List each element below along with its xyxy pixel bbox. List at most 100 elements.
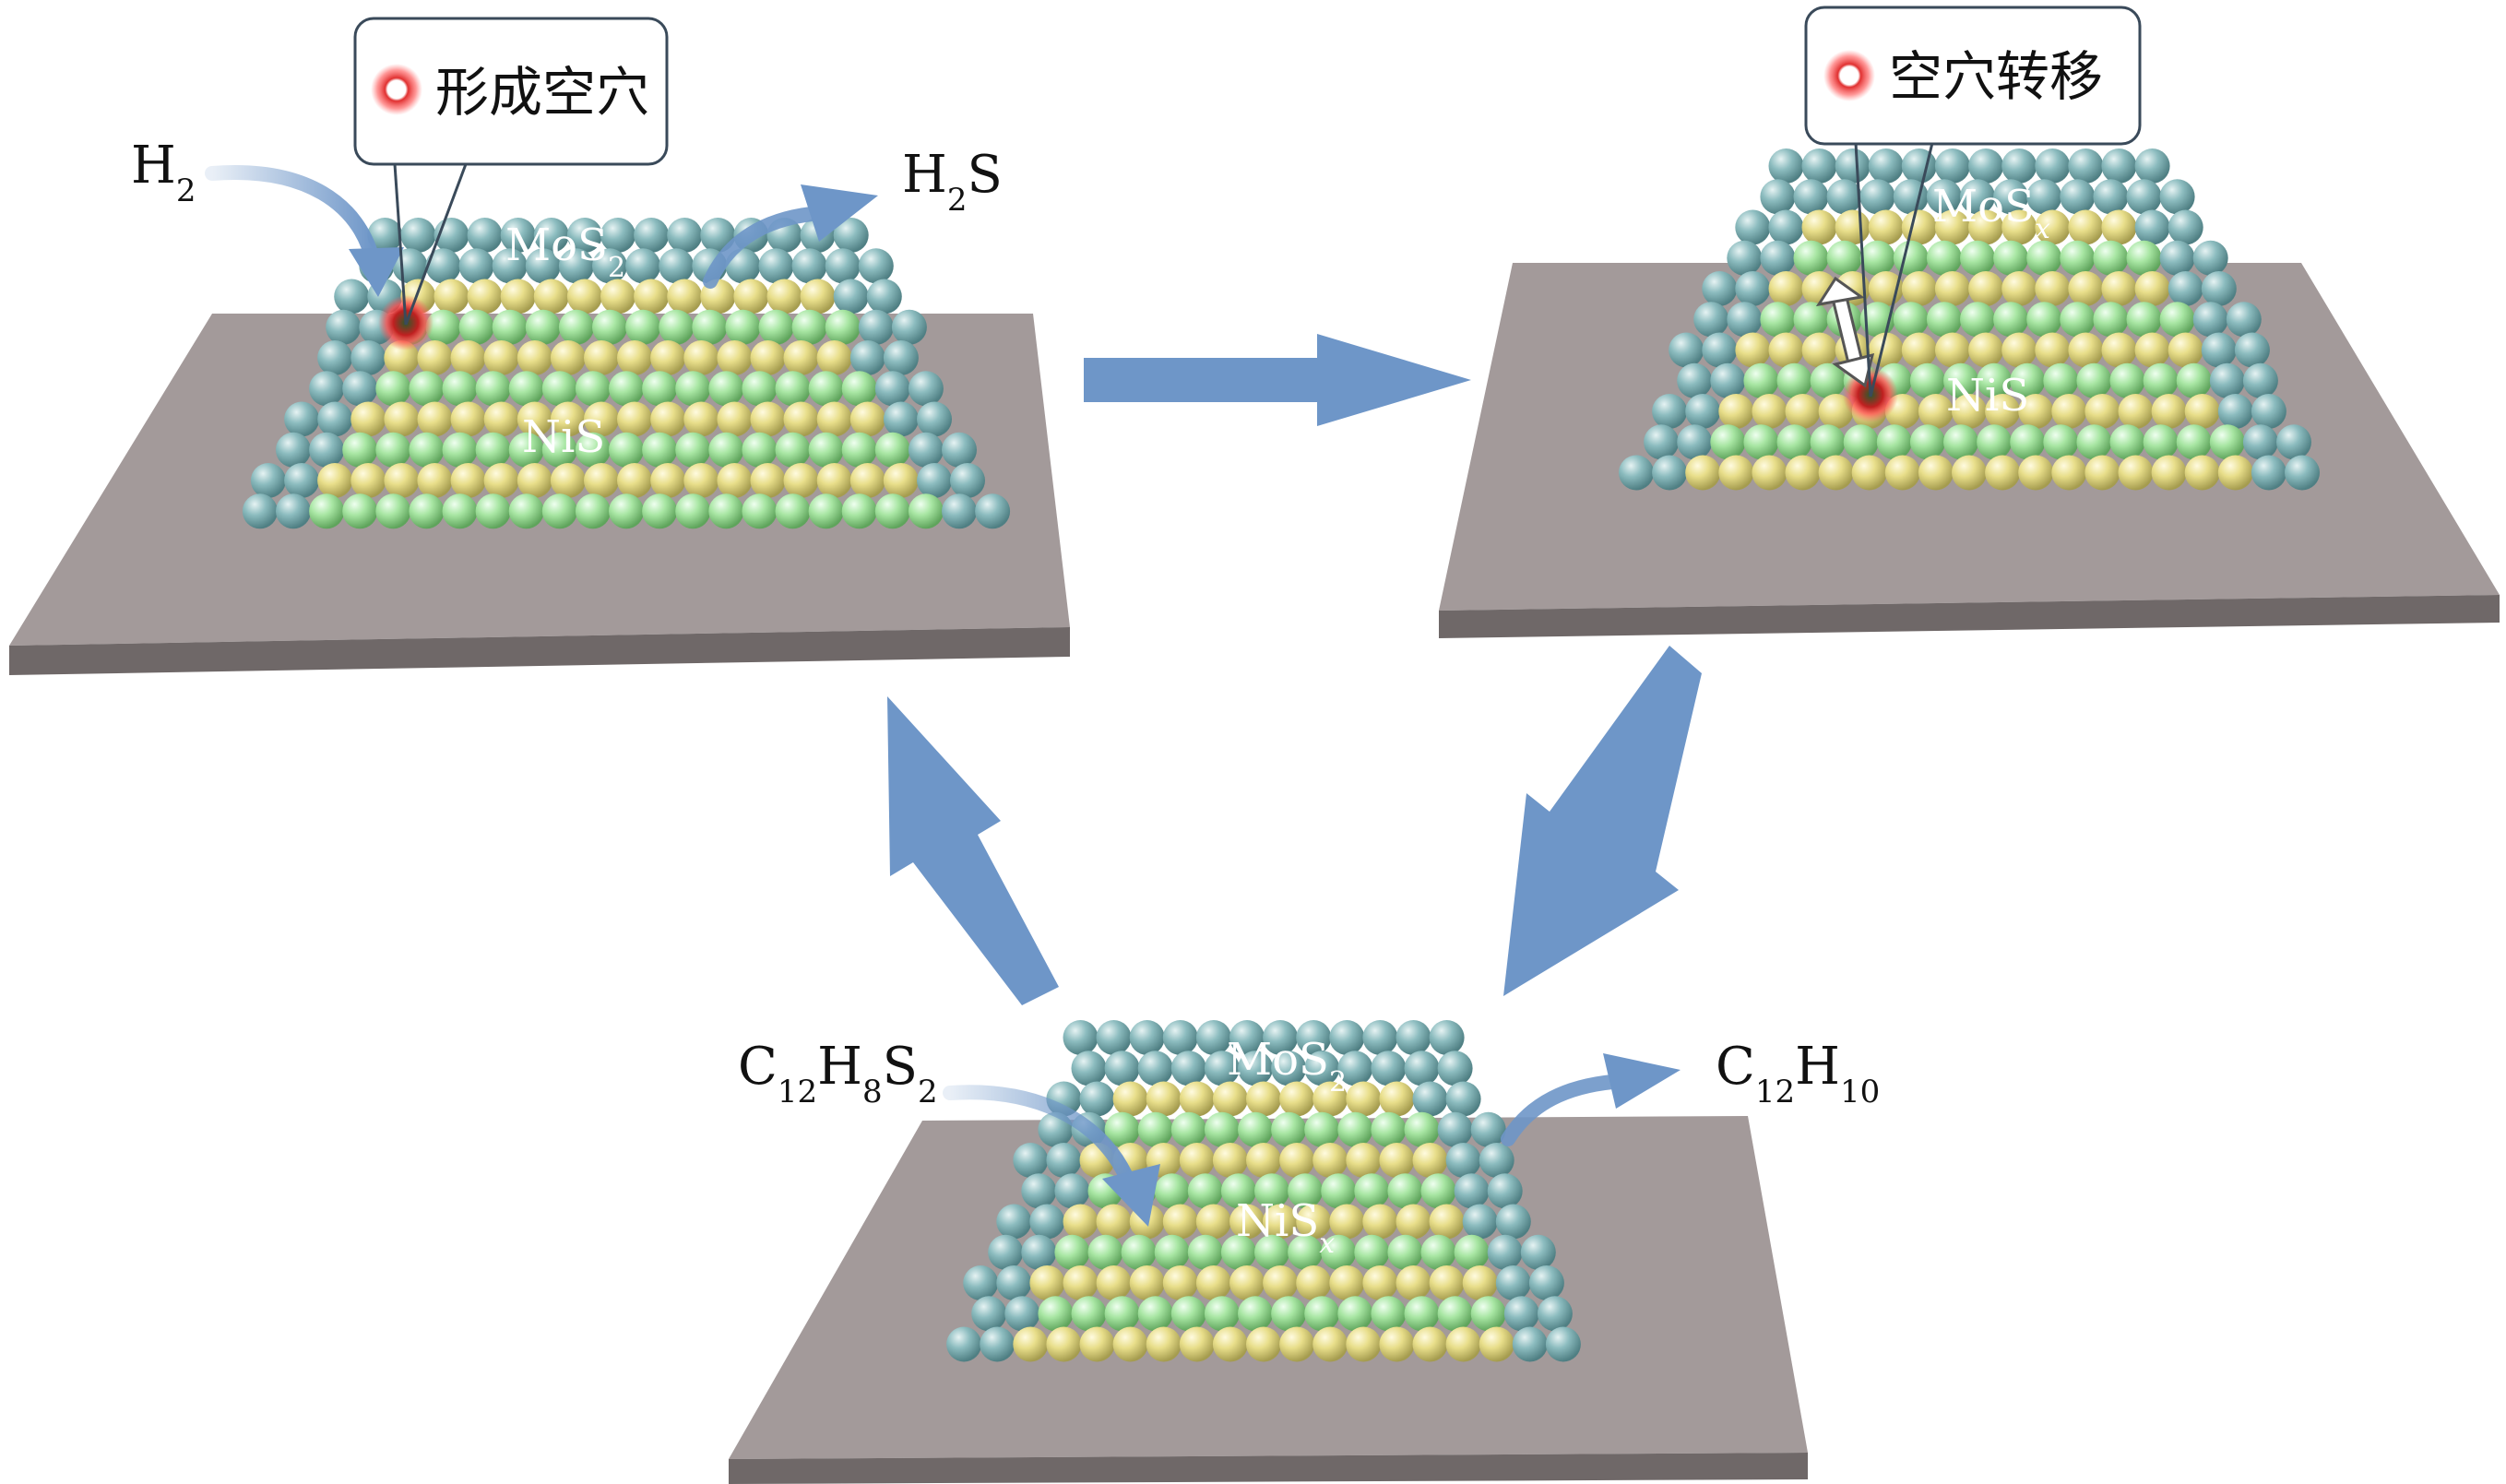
mos2-atom — [1096, 1020, 1132, 1055]
nis-atom — [1785, 455, 1821, 491]
nis-atom — [775, 493, 811, 529]
mos2-atom — [1271, 1051, 1307, 1086]
nis-atom — [1977, 424, 2013, 460]
nis-atom — [1743, 424, 1779, 460]
nis-atom — [584, 401, 619, 437]
mos2-atom — [883, 401, 919, 437]
nis-atom — [1420, 1173, 1456, 1209]
nanocrystal-spheres — [946, 1020, 1581, 1362]
nis-atom — [450, 340, 486, 375]
nanocrystal-spheres — [242, 218, 1011, 529]
mos2-atom — [326, 309, 362, 345]
nis-atom — [1835, 209, 1871, 245]
c12h10-out-arrow — [1501, 1074, 1620, 1146]
nis-atom — [1104, 1296, 1140, 1332]
h2-in-arrowhead — [349, 247, 404, 297]
nis-atom — [1429, 1204, 1465, 1240]
nis-atom — [434, 279, 469, 315]
nis-atom — [1968, 332, 2004, 368]
nis-atom — [1876, 424, 1912, 460]
nis-atom — [1479, 1326, 1514, 1362]
nis-atom — [1187, 1173, 1223, 1209]
nis-atom — [1387, 1173, 1423, 1209]
mos2-atom — [1362, 1020, 1398, 1055]
mos2-atom — [1768, 148, 1804, 184]
nis-atom — [1801, 209, 1837, 245]
label-nis-top-right: NiS — [1946, 370, 2029, 421]
nis-atom — [2118, 394, 2154, 429]
mos2-atom — [1437, 1051, 1473, 1086]
mos2-atom — [2209, 362, 2245, 398]
nis-atom — [642, 493, 678, 529]
mos2-atom — [1462, 1204, 1498, 1240]
cycle-arrow-right — [1084, 334, 1471, 426]
mos2-atom — [1968, 148, 2004, 184]
cycle-arrow-down-left — [1503, 646, 1702, 996]
nis-atom — [584, 463, 619, 498]
nis-atom — [2101, 209, 2137, 245]
nis-atom — [783, 463, 819, 498]
nis-atom — [1263, 1265, 1299, 1300]
nis-atom — [849, 401, 885, 437]
mos2-atom — [1445, 1143, 1481, 1178]
nis-atom — [1404, 1111, 1440, 1147]
nis-atom — [675, 493, 711, 529]
nis-atom — [475, 432, 511, 468]
nis-atom — [659, 309, 695, 345]
nis-atom — [2043, 424, 2079, 460]
nis-atom — [1868, 271, 1904, 306]
nis-atom — [2076, 362, 2112, 398]
mos2-atom — [942, 432, 977, 468]
nis-atom — [1212, 1081, 1248, 1117]
nis-atom — [1379, 1326, 1415, 1362]
nis-atom — [1437, 1296, 1473, 1332]
mos2-atom — [500, 218, 536, 253]
nis-atom — [1321, 1234, 1357, 1270]
nis-atom — [750, 340, 786, 375]
nis-atom — [1901, 271, 1937, 306]
nis-atom — [1212, 1143, 1248, 1178]
mos2-atom — [317, 401, 353, 437]
mos2-atom — [1454, 1173, 1490, 1209]
nis-atom — [317, 463, 353, 498]
nis-atom — [2001, 332, 2037, 368]
nis-atom — [1346, 1326, 1382, 1362]
nis-atom — [342, 493, 378, 529]
nis-atom — [1743, 362, 1779, 398]
nis-atom — [766, 279, 802, 315]
nis-atom — [2018, 455, 2054, 491]
nis-atom — [467, 279, 503, 315]
nis-atom — [1985, 394, 2021, 429]
nis-atom — [841, 493, 877, 529]
nis-atom — [1354, 1234, 1390, 1270]
mos2-atom — [2159, 240, 2195, 276]
h2s-out-arrowhead — [801, 184, 878, 242]
nis-atom — [675, 371, 711, 407]
nis-atom — [1859, 240, 1895, 276]
nis-atom — [1187, 1234, 1223, 1270]
nis-atom — [1179, 1326, 1215, 1362]
h2-in-arrow — [205, 165, 381, 270]
mos2-atom — [2134, 148, 2170, 184]
nis-atom — [1046, 1326, 1082, 1362]
mos2-atom — [791, 248, 827, 284]
mos2-atom — [1868, 148, 1904, 184]
nis-atom — [1752, 394, 1787, 429]
nis-atom — [1154, 1173, 1190, 1209]
nis-atom — [1263, 1204, 1298, 1240]
nis-atom — [1412, 1326, 1448, 1362]
nis-atom — [1926, 302, 1962, 338]
mos2-atom — [891, 309, 927, 345]
callout-vacancy-migration: 空穴转移 — [1804, 6, 2142, 398]
nis-atom — [1054, 1234, 1090, 1270]
mos2-atom — [917, 401, 952, 437]
nis-atom — [1826, 240, 1862, 276]
nis-atom — [742, 432, 778, 468]
h2s-out-arrow — [703, 207, 819, 289]
label-nisx-bottom: NiSx — [1236, 1195, 1335, 1260]
mos2-atom — [1329, 1020, 1365, 1055]
mos2-atom — [1495, 1265, 1531, 1300]
nis-atom — [1851, 455, 1887, 491]
nis-atom — [783, 401, 819, 437]
nis-atom — [1445, 1326, 1481, 1362]
